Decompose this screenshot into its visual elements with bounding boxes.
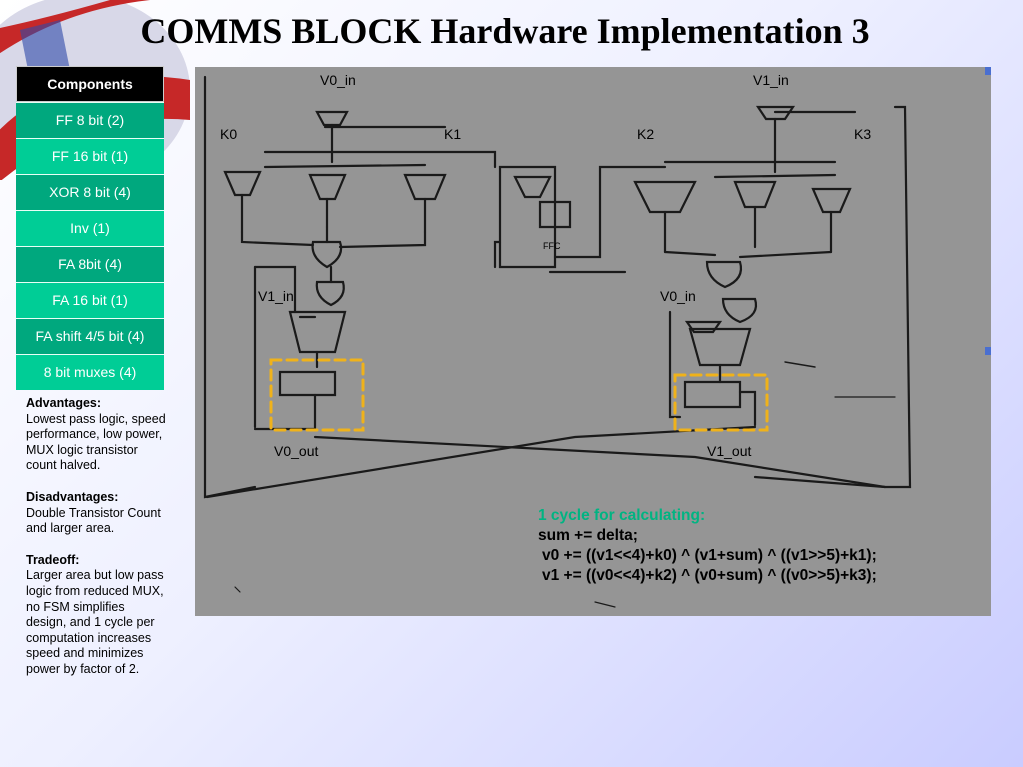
label-v0-in-top: V0_in — [320, 72, 356, 88]
label-k2: K2 — [637, 126, 655, 142]
algorithm-code: 1 cycle for calculating: sum += delta; v… — [538, 506, 877, 586]
component-8bit-muxes: 8 bit muxes (4) — [16, 354, 164, 390]
code-line-sum: sum += delta; — [538, 527, 638, 544]
components-header: Components — [16, 66, 164, 102]
component-ff-8bit: FF 8 bit (2) — [16, 102, 164, 138]
ffc-label: FFC — [543, 241, 561, 251]
component-xor-8bit: XOR 8 bit (4) — [16, 174, 164, 210]
label-v0-in-right: V0_in — [660, 288, 696, 304]
components-panel: Components FF 8 bit (2) FF 16 bit (1) XO… — [16, 66, 164, 390]
code-line-v0: v0 += ((v1<<4)+k0) ^ (v1+sum) ^ ((v1>>5)… — [542, 547, 877, 564]
label-v1-in-top: V1_in — [753, 72, 789, 88]
circuit-diagram: FFC — [195, 67, 991, 616]
advantages-text: Lowest pass logic, speed performance, lo… — [26, 411, 166, 473]
label-k3: K3 — [854, 126, 872, 142]
component-fa-16bit: FA 16 bit (1) — [16, 282, 164, 318]
disadvantages-heading: Disadvantages: — [26, 489, 119, 504]
label-v1-in-left: V1_in — [258, 288, 294, 304]
component-fa-8bit: FA 8bit (4) — [16, 246, 164, 282]
component-ff-16bit: FF 16 bit (1) — [16, 138, 164, 174]
disadvantages-text: Double Transistor Count and larger area. — [26, 505, 161, 536]
circuit-sketch — [203, 75, 912, 608]
label-v0-out: V0_out — [274, 443, 319, 459]
label-v1-out: V1_out — [707, 443, 752, 459]
label-k1: K1 — [444, 126, 462, 142]
component-inv: Inv (1) — [16, 210, 164, 246]
page-title: COMMS BLOCK Hardware Implementation 3 — [140, 11, 870, 51]
edge-marker-mid — [985, 347, 991, 355]
edge-marker-top — [985, 67, 991, 75]
tradeoff-heading: Tradeoff: — [26, 552, 80, 567]
code-line-v1: v1 += ((v0<<4)+k2) ^ (v0+sum) ^ ((v0>>5)… — [542, 567, 877, 584]
tradeoff-text: Larger area but low pass logic from redu… — [26, 568, 164, 676]
notes: Advantages: Lowest pass logic, speed per… — [26, 396, 166, 678]
code-line-heading: 1 cycle for calculating: — [538, 507, 706, 524]
component-fa-shift: FA shift 4/5 bit (4) — [16, 318, 164, 354]
label-k0: K0 — [220, 126, 238, 142]
advantages-heading: Advantages: — [26, 396, 102, 410]
